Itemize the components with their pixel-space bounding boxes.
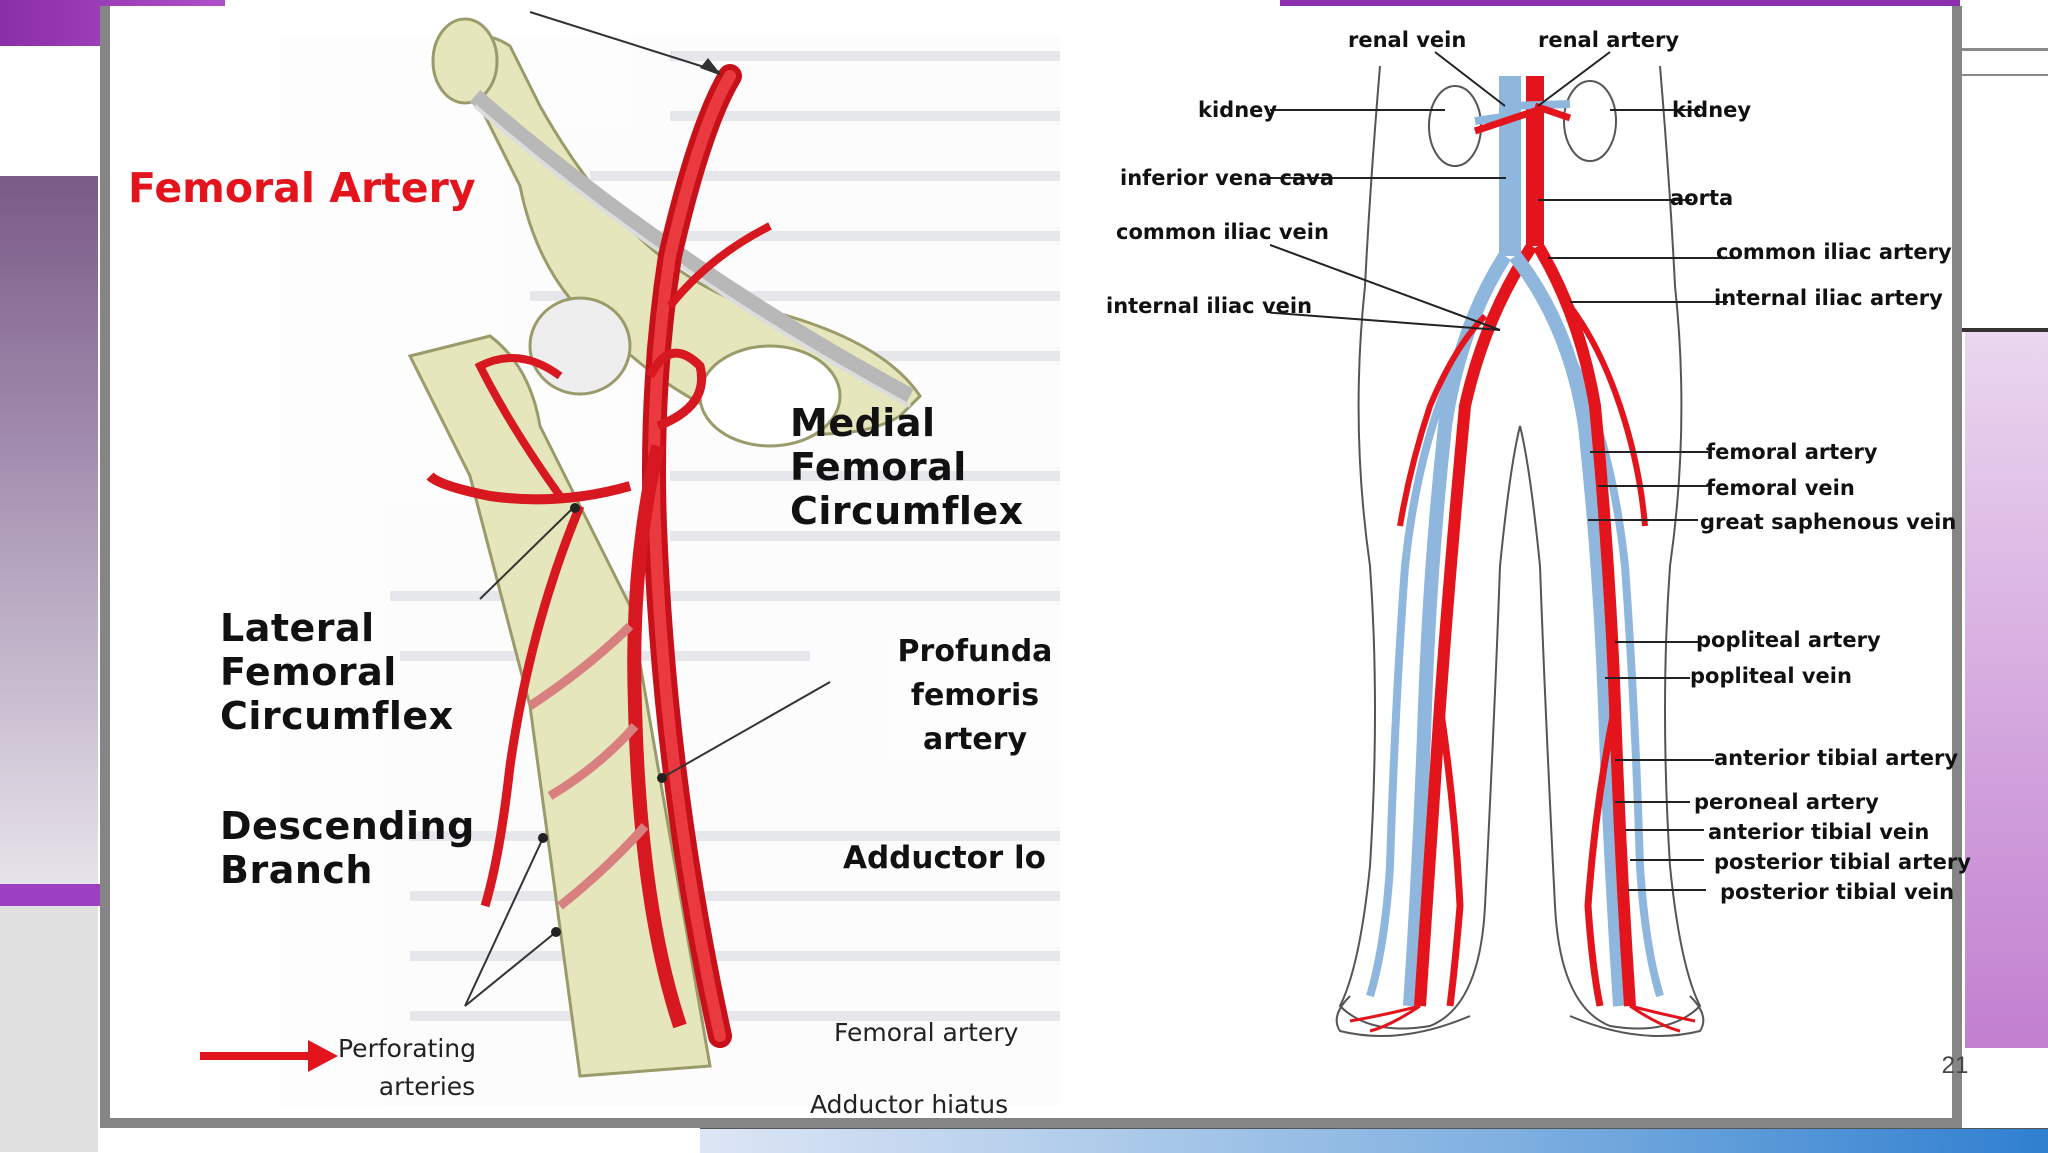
perforating-branch-1 <box>527 622 634 710</box>
medial-label-line-3: Circumflex <box>790 489 1024 533</box>
right-pink-panel <box>1965 330 2048 1048</box>
leader-lines <box>464 11 831 1007</box>
internal-iliac-vein-label: internal iliac vein <box>1106 294 1313 318</box>
ascending-branch <box>474 354 564 499</box>
label-dots <box>538 503 667 937</box>
renal-vein-label: renal vein <box>1348 28 1467 52</box>
renal-artery-label: renal artery <box>1538 28 1680 52</box>
peroneal-artery-label: peroneal artery <box>1694 790 1879 814</box>
right-foot <box>1569 995 1705 1037</box>
perforating-branch-2 <box>547 723 639 800</box>
femoral-head <box>528 296 632 396</box>
aorta-label: aorta <box>1670 186 1734 210</box>
medial-label-line-1: Medial <box>790 401 936 445</box>
anterior-tibial-vein-label: anterior tibial vein <box>1708 820 1930 844</box>
medial-circumflex-vessel <box>645 348 707 431</box>
kidney-left-label: kidney <box>1198 98 1278 122</box>
profunda-femoris-label: Profunda femoris artery <box>880 630 1070 762</box>
perforating-branch-3 <box>557 823 649 910</box>
lateral-label-line-1: Lateral <box>220 606 375 650</box>
descending-label-line-2: Branch <box>220 848 373 892</box>
perforating-red-arrow-icon <box>200 1040 338 1072</box>
leg-circulation-diagram <box>1270 51 1738 1037</box>
medial-femoral-circumflex-label: Medial Femoral Circumflex <box>790 401 1024 533</box>
slide-content: Femoral Artery Medial Femoral Circumflex… <box>100 6 1971 1128</box>
left-purple-stripe <box>0 884 100 906</box>
right-thin-line-2 <box>1962 74 2048 76</box>
femoral-artery-diagram <box>200 11 1060 1106</box>
medial-label-line-2: Femoral <box>790 445 967 489</box>
descending-branch-label: Descending Branch <box>220 804 475 892</box>
perforating-label-line-1: Perforating <box>338 1034 477 1063</box>
posterior-tibial-artery-label: posterior tibial artery <box>1714 850 1971 874</box>
left-gradient-panel <box>0 176 98 884</box>
profunda-label-line-1: Profunda <box>897 634 1053 669</box>
descending-branch-vessel <box>480 504 585 908</box>
popliteal-artery-label: popliteal artery <box>1696 628 1881 652</box>
left-leg-arteries <box>1414 242 1537 1007</box>
femoral-artery-right-label: femoral artery <box>1706 440 1878 464</box>
bottom-blue-gradient-bar <box>700 1128 2048 1153</box>
right-leg-arteries <box>1532 242 1636 1007</box>
descending-label-line-1: Descending <box>220 804 475 848</box>
common-iliac-vein-label: common iliac vein <box>1116 220 1329 244</box>
right-thin-line-1 <box>1962 48 2048 51</box>
femoral-vein-label: femoral vein <box>1706 476 1855 500</box>
foot-vessels <box>1349 1004 1696 1033</box>
perforating-arteries-label: Perforating arteries <box>338 1030 476 1106</box>
lateral-femoral-circumflex-label: Lateral Femoral Circumflex <box>220 606 454 738</box>
common-iliac-artery-label: common iliac artery <box>1716 240 1952 264</box>
leg-leader-lines <box>1270 51 1738 891</box>
iliac-crest-tip <box>431 17 499 105</box>
lateral-label-line-3: Circumflex <box>220 694 454 738</box>
kidney-right-label: kidney <box>1672 98 1752 122</box>
kidney-left-shape <box>1428 85 1482 167</box>
left-foot <box>1335 995 1471 1037</box>
adductor-longus-label: Adductor lo <box>843 840 1046 876</box>
right-dark-line <box>1962 328 2048 332</box>
superficial-branch <box>666 222 772 309</box>
anterior-tibial-artery-label: anterior tibial artery <box>1714 746 1959 770</box>
posterior-tibial-vein-label: posterior tibial vein <box>1720 880 1955 904</box>
profunda-label-line-2: femoris <box>910 678 1040 713</box>
profunda-femoris-vessel <box>627 444 687 1029</box>
perforating-label-line-2: arteries <box>378 1072 476 1101</box>
adductor-hiatus-label: Adductor hiatus <box>810 1090 1009 1119</box>
internal-iliac-artery-label: internal iliac artery <box>1714 286 1943 310</box>
body-outline <box>1338 65 1702 1030</box>
lateral-circumflex-vessel <box>426 472 632 505</box>
inferior-vena-cava-label: inferior vena cava <box>1120 166 1335 190</box>
pointer-arrowhead <box>700 58 722 76</box>
page-number: 21 <box>1941 1052 1969 1079</box>
kidney-right-shape <box>1563 80 1617 162</box>
femoral-artery-small-label: Femoral artery <box>834 1018 1019 1047</box>
popliteal-vein-label: popliteal vein <box>1690 664 1852 688</box>
lateral-label-line-2: Femoral <box>220 650 397 694</box>
femoral-artery-title: Femoral Artery <box>128 164 476 212</box>
femur-bone <box>407 334 712 1078</box>
great-saphenous-vein-label: great saphenous vein <box>1700 510 1957 534</box>
profunda-label-line-3: artery <box>922 722 1028 757</box>
left-gray-panel <box>0 906 98 1152</box>
